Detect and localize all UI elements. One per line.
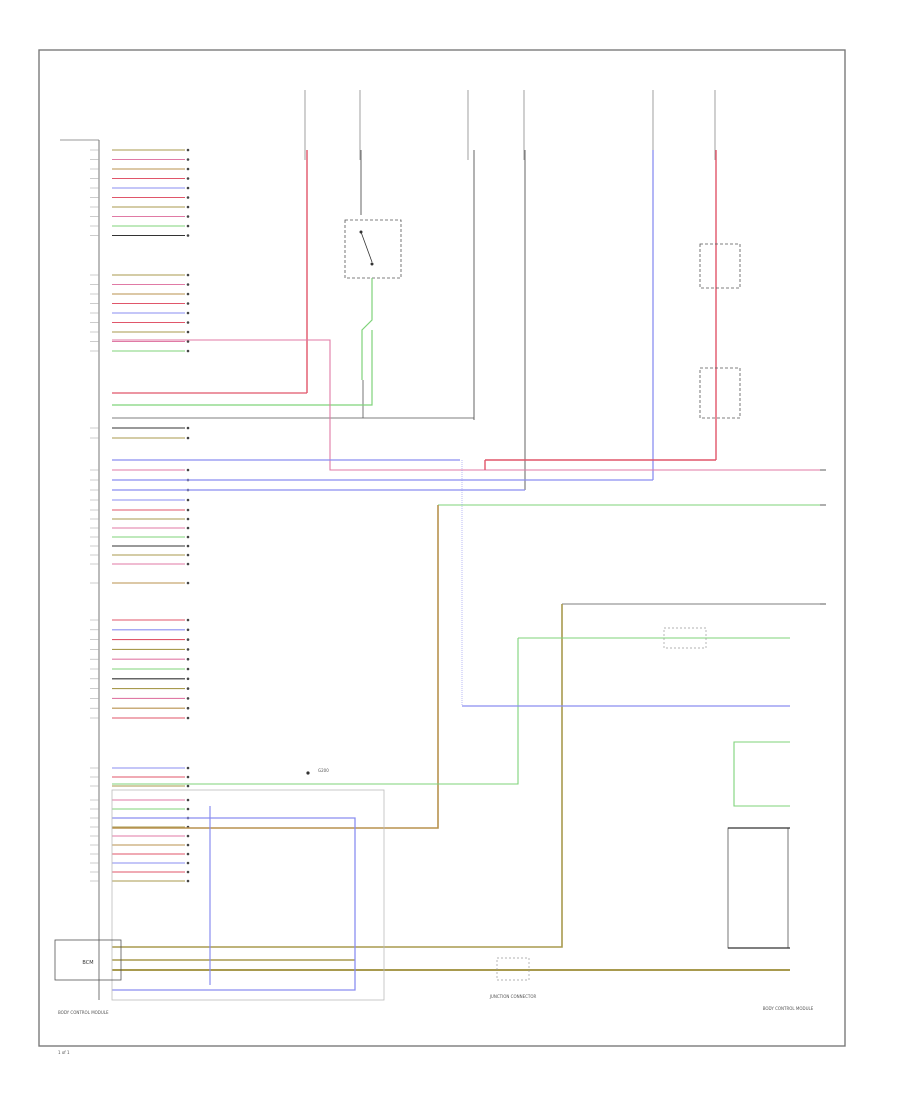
right-lower-module [727, 827, 789, 949]
right-module-lower [699, 367, 741, 419]
wire-stub-terminal [186, 215, 190, 218]
wire-stub-terminal [186, 426, 190, 430]
wire-stub-terminal [186, 283, 190, 286]
wire-stub-terminal [186, 517, 190, 521]
wire-stub-terminal [186, 784, 190, 788]
top-fuse-block [304, 90, 716, 160]
ground-symbol: G200 [306, 768, 329, 775]
wire-stub-terminal [186, 205, 190, 209]
wire-stub-terminal [186, 667, 190, 671]
right-edge-arrows [820, 469, 826, 605]
wire-stub-terminal [186, 526, 190, 530]
wire-stub-terminal [186, 852, 190, 856]
wire-stub-terminal [186, 186, 190, 190]
wire-stub-terminal [186, 196, 190, 199]
wire-stub-terminal [186, 716, 190, 720]
footer-label: 1 of 1 [58, 1050, 70, 1055]
wire-stub-terminal [186, 834, 190, 838]
wire-stub-terminal [186, 843, 190, 847]
lower-dashed-frame [111, 789, 385, 1001]
wire-green-lower [112, 638, 519, 785]
wire-blue-bottom-loop [112, 817, 356, 991]
wire-stub-terminal [186, 628, 190, 632]
switch-component [344, 219, 402, 279]
wire-stub-terminal [186, 807, 190, 811]
wire-stub-terminal [186, 302, 190, 305]
wire-stub-terminal [186, 775, 190, 779]
wire-stub-terminal [186, 648, 190, 651]
wire-stub-terminal [186, 508, 190, 512]
wire-olive-loop [112, 604, 563, 948]
wire-stub-terminal [186, 436, 190, 440]
wire-stub-terminal [186, 581, 190, 585]
wire-stub-terminal [186, 292, 190, 296]
wire-stub-terminal [186, 224, 190, 228]
wire-stub-terminal [186, 638, 190, 641]
wire-stub-terminal [186, 167, 190, 171]
wire-stub-terminal [186, 311, 190, 315]
bottom-right-component-label: BODY CONTROL MODULE [763, 1006, 814, 1011]
page-border [38, 49, 846, 1047]
wire-stub-terminal [186, 870, 190, 874]
wire-stub-terminal [186, 321, 190, 324]
wire-stub-terminal [186, 766, 190, 770]
bottom-left-component-label: BODY CONTROL MODULE [58, 1010, 109, 1015]
wire-stub-terminal [186, 687, 190, 690]
wire-green-right-module [733, 741, 790, 807]
left-connector-block [60, 139, 100, 1000]
wire-stub-terminal [186, 148, 190, 152]
lower-left-module [54, 939, 122, 981]
ground-label: G200 [318, 768, 329, 773]
junction-connector-label: JUNCTION CONNECTOR [489, 994, 537, 999]
wire-stub-terminal [186, 349, 190, 353]
wire-stub-terminal [186, 340, 190, 343]
wire-stub-terminal [186, 562, 190, 566]
wire-stub-terminal [186, 657, 190, 661]
wire-stub-terminal [186, 468, 190, 472]
module-label: BCM [82, 960, 93, 966]
wire-stub-terminal [186, 535, 190, 539]
inline-connector [663, 627, 707, 649]
wire-stub-terminal [186, 677, 190, 681]
wire-green-horizontal [112, 330, 373, 406]
wire-stub-terminal [186, 330, 190, 334]
wire-stub-terminal [186, 553, 190, 557]
wire-stub-terminal [186, 618, 190, 622]
wire-stub-terminal [186, 798, 190, 802]
wire-stub-terminal [186, 697, 190, 700]
wire-stub-terminal [186, 273, 190, 277]
wire-stub-terminal [186, 234, 190, 237]
wire-brown-loop [112, 505, 439, 829]
wire-green-switch [361, 278, 373, 380]
right-module-upper [699, 243, 741, 289]
wire-stub-terminal [186, 879, 190, 883]
wire-stub-terminal [186, 158, 190, 161]
wire-stub-terminal [186, 498, 190, 502]
wire-stub-terminal [186, 544, 190, 548]
wire-stub-terminal [186, 861, 190, 865]
wire-pink-main [112, 339, 820, 471]
left-wire-stubs [90, 148, 190, 883]
wire-stub-terminal [186, 706, 190, 710]
wire-stub-terminal [186, 177, 190, 180]
junction-connector [496, 957, 530, 981]
